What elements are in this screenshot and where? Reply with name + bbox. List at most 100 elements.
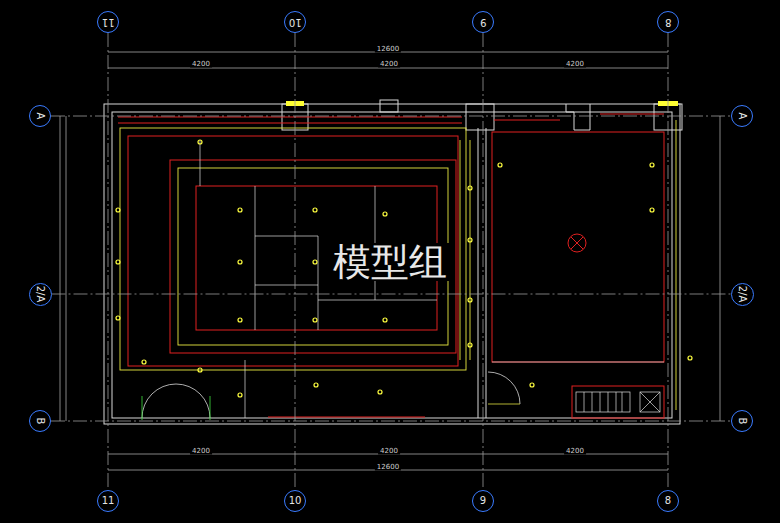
plan-line [268, 417, 425, 418]
grid-label: 10 [289, 496, 302, 506]
plan-path [176, 384, 210, 418]
plan-line [318, 236, 319, 330]
dimension-text: 4200 [190, 61, 212, 68]
plan-line [492, 362, 664, 363]
axis-line [295, 33, 296, 490]
plan-circle [142, 360, 146, 364]
plan-line [640, 392, 660, 412]
dimension-lines [60, 52, 720, 470]
plan-circle [116, 208, 120, 212]
stair-hatch [576, 392, 660, 412]
plan-line [584, 392, 585, 412]
grid-label: 11 [102, 17, 115, 27]
plan-circle [238, 318, 242, 322]
plan-circle [468, 238, 472, 242]
plan-circle [688, 356, 692, 360]
grid-bubble: 8 [657, 490, 679, 512]
plan-circle [530, 383, 534, 387]
plan-circle [313, 260, 317, 264]
plan-line [255, 186, 256, 330]
plan-rect [380, 100, 398, 112]
dimension-text: 4200 [564, 448, 586, 455]
axis-line [52, 294, 731, 295]
plan-rect [120, 128, 466, 370]
grid-label: 9 [480, 496, 486, 506]
grid-bubble: 10 [284, 11, 306, 33]
plan-line [460, 140, 461, 360]
grid-bubble: 10 [284, 490, 306, 512]
grid-label: A [35, 113, 45, 120]
plan-circle [383, 212, 387, 216]
axis-line [668, 33, 669, 490]
axis-line [51, 421, 731, 422]
plan-line [571, 237, 583, 249]
dimension-text: 4200 [378, 61, 400, 68]
plan-line [200, 140, 201, 186]
grid-bubble: 9 [472, 11, 494, 33]
plan-line [66, 116, 67, 421]
plan-circle [238, 260, 242, 264]
grid-bubble: 11 [97, 11, 119, 33]
grid-bubble: 8 [657, 11, 679, 33]
dimension-text: 4200 [378, 448, 400, 455]
plan-circle [314, 383, 318, 387]
grid-label: B [737, 418, 747, 425]
plan-rect [576, 392, 630, 412]
ceiling-grid [200, 140, 664, 418]
grid-label: 8 [665, 17, 671, 27]
grid-label: 8 [665, 496, 671, 506]
plan-rect [466, 104, 494, 130]
dimension-text: 12600 [375, 46, 401, 53]
grid-label: 11 [102, 496, 115, 506]
plan-circle [116, 316, 120, 320]
dimension-text: 4200 [564, 61, 586, 68]
plan-circle [238, 208, 242, 212]
plan-line [118, 117, 462, 118]
plan-line [616, 392, 617, 412]
plan-line [600, 392, 601, 412]
plan-line [245, 360, 246, 418]
plan-line [210, 396, 211, 420]
plan-line [60, 116, 61, 421]
plan-circle [313, 318, 317, 322]
plan-circle [468, 298, 472, 302]
plan-line [494, 120, 560, 121]
grid-bubble: A [29, 105, 51, 127]
plan-circle [468, 186, 472, 190]
exhaust-fan [568, 234, 586, 252]
grid-bubble: B [29, 410, 51, 432]
plan-line [255, 285, 318, 286]
grid-label: 9 [480, 17, 486, 27]
plan-path [488, 372, 520, 404]
plan-circle [650, 208, 654, 212]
plan-line [640, 392, 660, 412]
axis-line [51, 116, 731, 117]
plan-polyline [566, 104, 590, 130]
plan-line [470, 140, 471, 360]
plan-rect [104, 104, 680, 424]
ceiling-red [118, 114, 664, 418]
dimension-text: 12600 [375, 464, 401, 471]
ceiling-yellow [120, 120, 676, 410]
grid-label: B [35, 418, 45, 425]
grid-bubble: 9 [472, 490, 494, 512]
plan-rect [640, 392, 660, 412]
plan-line [622, 392, 623, 412]
plan-line [108, 68, 668, 69]
plan-circle [498, 163, 502, 167]
axis-line [108, 33, 109, 490]
axis-line [483, 33, 484, 490]
plan-rect [492, 132, 664, 362]
watermark: 模型组 [329, 243, 451, 281]
plan-circle [198, 368, 202, 372]
plan-line [720, 116, 721, 421]
plan-path [142, 384, 176, 418]
plan-circle [568, 234, 586, 252]
grid-bubble: 11 [97, 490, 119, 512]
plan-circle [378, 390, 382, 394]
grid-bubble: 2/A [29, 283, 52, 306]
plan-line [488, 404, 520, 405]
doors [142, 372, 520, 420]
grid-label: A [737, 113, 747, 120]
plan-line [142, 396, 143, 420]
